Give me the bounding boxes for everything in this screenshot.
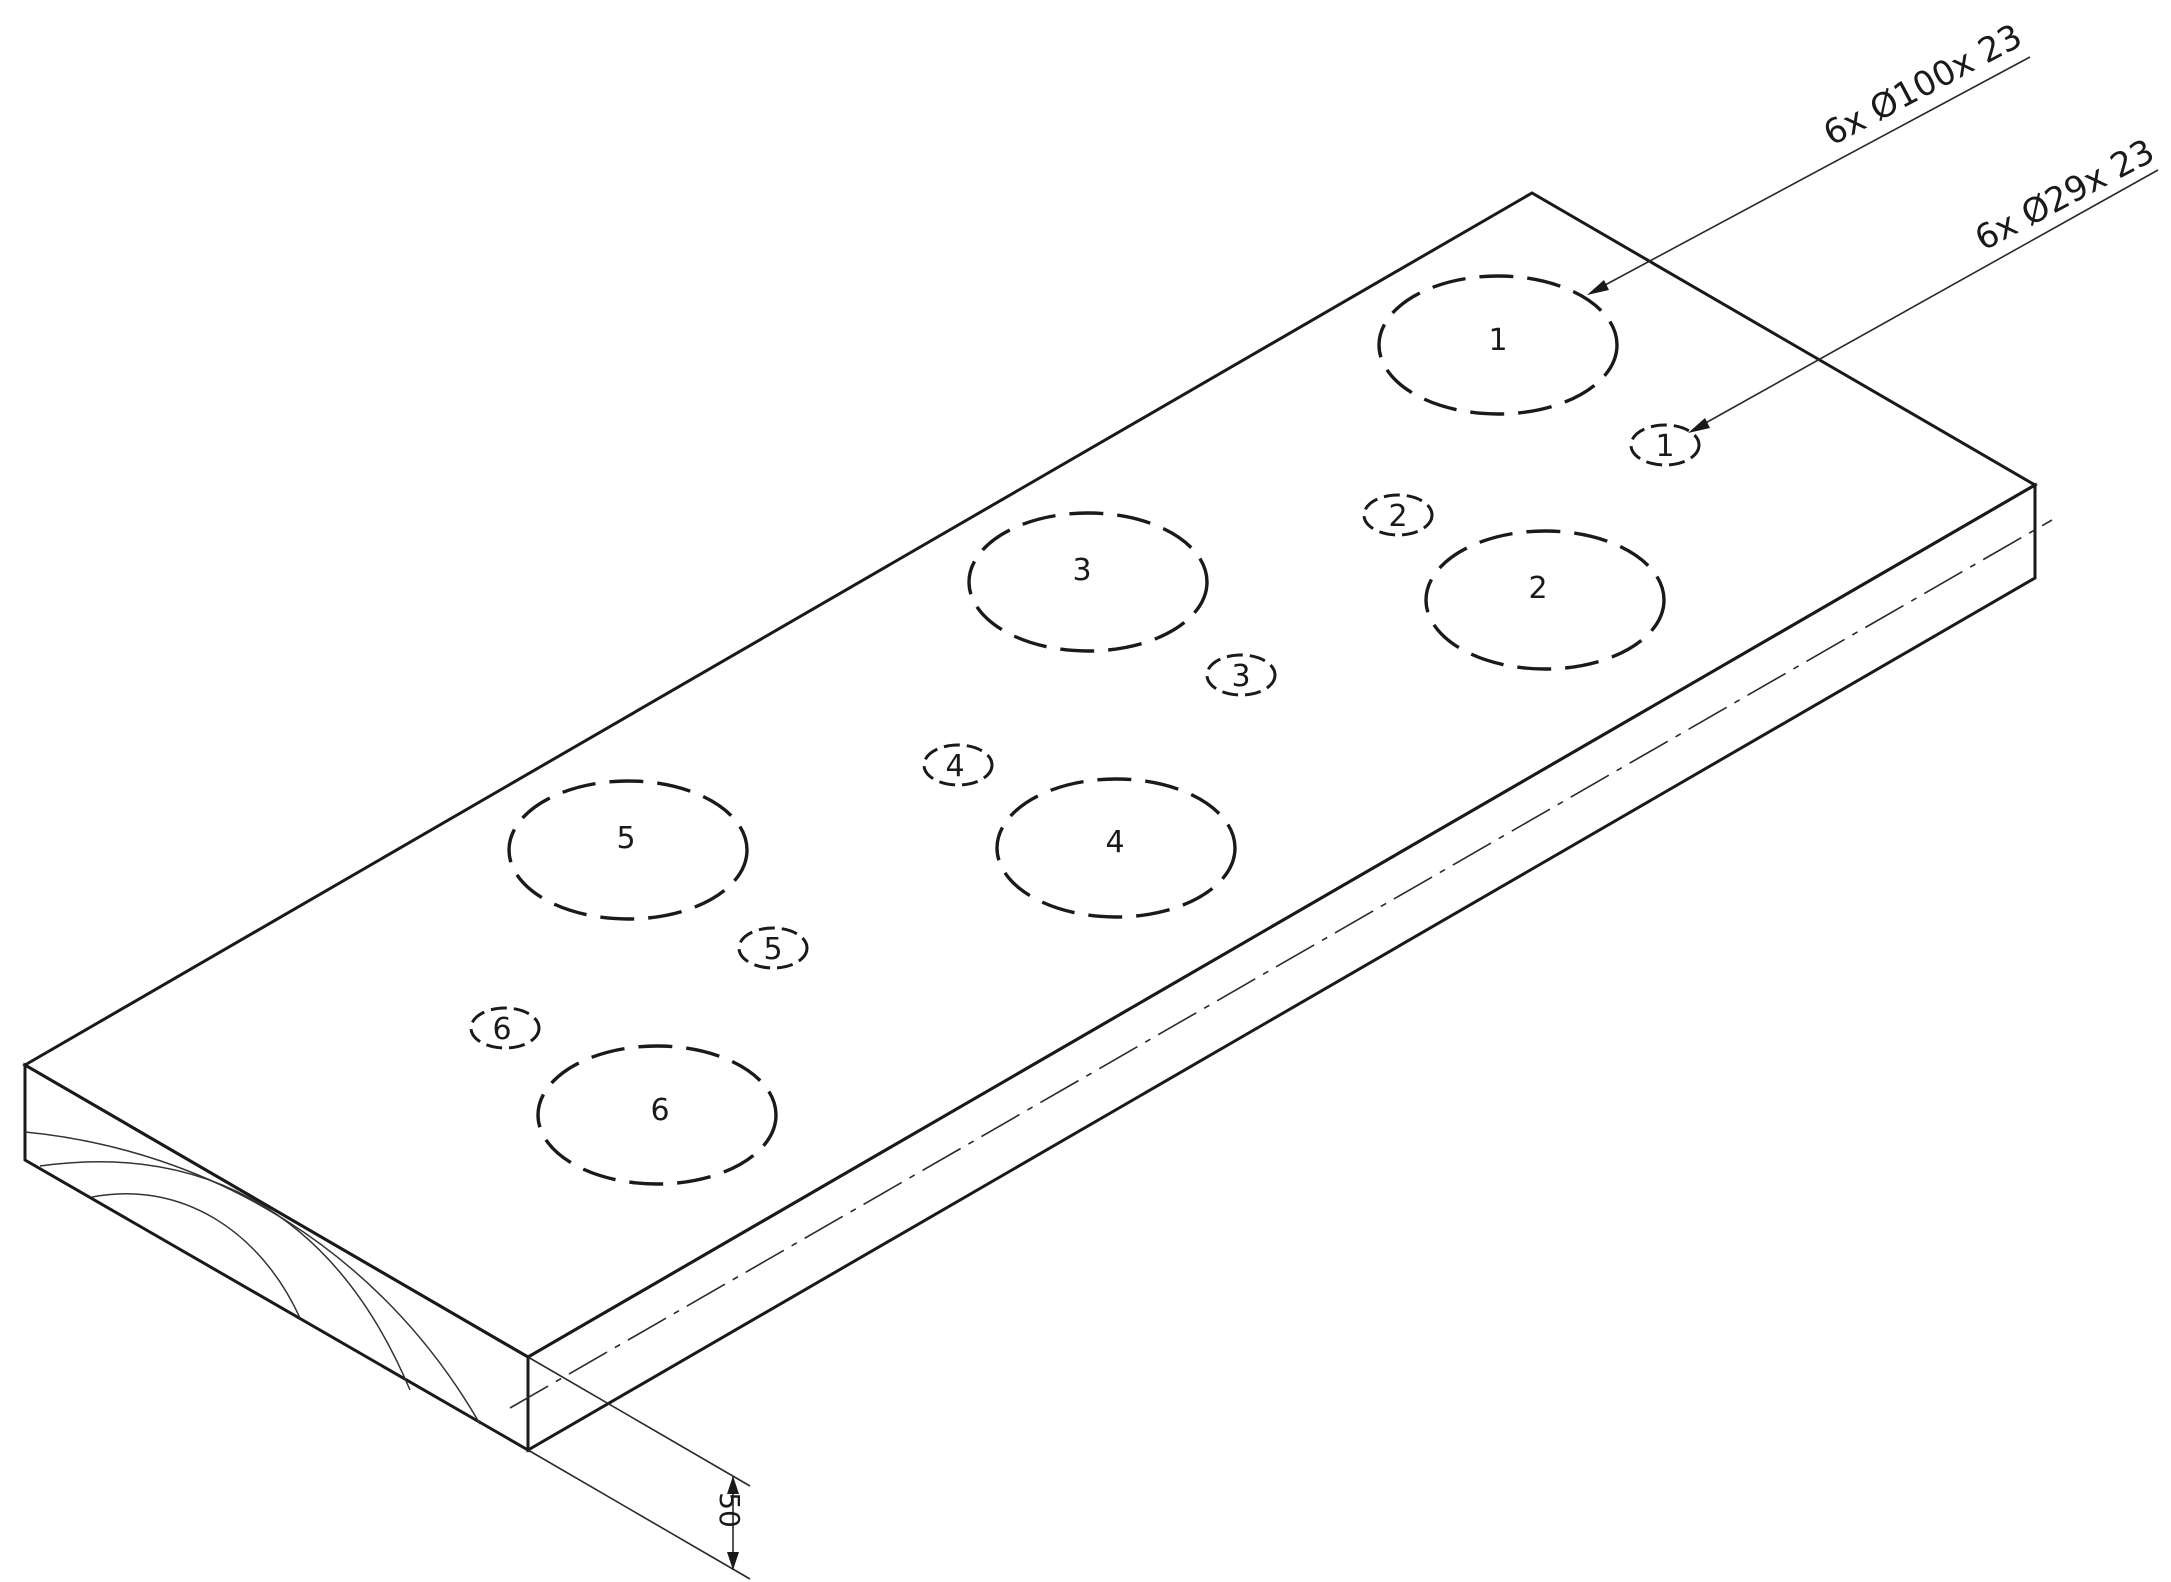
- dimension-arrow-top: [727, 1476, 739, 1494]
- large-hole-4: [995, 777, 1237, 919]
- large-hole-5: [507, 779, 749, 921]
- dimension-arrow-bottom: [727, 1552, 739, 1570]
- large-hole-label: 4: [1105, 825, 1124, 860]
- large-hole-label: 3: [1072, 553, 1091, 588]
- board-top-face: [22, 191, 2038, 1359]
- small-hole-6: [469, 1006, 541, 1050]
- extension-line-bottom: [527, 1449, 751, 1580]
- small-hole-3: [1205, 653, 1277, 697]
- thickness-label: 50: [713, 1492, 746, 1528]
- large-hole-6: [536, 1044, 778, 1186]
- small-hole-label: 3: [1231, 659, 1250, 694]
- small-hole-label: 4: [945, 749, 964, 784]
- small-hole-2: [1362, 493, 1434, 537]
- small-hole-labels: 1 2 3 4 5 6: [492, 429, 1674, 1047]
- large-hole-callout: 6x Ø100x 23: [1587, 16, 2031, 295]
- large-hole-labels: 1 2 3 4 5 6: [616, 323, 1547, 1128]
- board-front-face: [526, 482, 2037, 1453]
- grain-line: [24, 1131, 481, 1425]
- large-hole-label: 5: [616, 821, 635, 856]
- end-grain: [24, 1131, 481, 1425]
- large-hole-1: [1377, 274, 1619, 416]
- large-hole-3: [967, 511, 1209, 653]
- large-hole-label: 1: [1488, 323, 1507, 358]
- board: [22, 191, 2038, 1453]
- small-hole-leader: [1692, 169, 2159, 431]
- board-end-face: [23, 1062, 530, 1453]
- thickness-dimension: 50: [527, 1356, 751, 1580]
- small-hole-label: 5: [763, 932, 782, 967]
- large-hole-leader: [1591, 56, 2031, 293]
- grain-line: [91, 1192, 301, 1319]
- small-hole-5: [737, 926, 809, 970]
- grain-line: [39, 1161, 411, 1391]
- small-hole-leader-arrow: [1688, 418, 1710, 433]
- large-holes: [507, 274, 1666, 1186]
- small-hole-4: [922, 743, 994, 787]
- small-hole-callout: 6x Ø29x 23: [1688, 131, 2161, 433]
- extension-line-top: [527, 1356, 751, 1487]
- large-hole-leader-arrow: [1587, 280, 1609, 295]
- large-hole-label: 6: [650, 1093, 669, 1128]
- small-hole-callout-text: 6x Ø29x 23: [1969, 131, 2162, 259]
- small-holes: [469, 423, 1701, 1050]
- large-hole-2: [1424, 529, 1666, 671]
- small-hole-1: [1629, 423, 1701, 467]
- small-hole-label: 1: [1655, 429, 1674, 464]
- large-hole-callout-text: 6x Ø100x 23: [1817, 16, 2029, 154]
- small-hole-label: 6: [492, 1012, 511, 1047]
- large-hole-label: 2: [1528, 571, 1547, 606]
- center-line: [509, 519, 2053, 1409]
- small-hole-label: 2: [1388, 499, 1407, 534]
